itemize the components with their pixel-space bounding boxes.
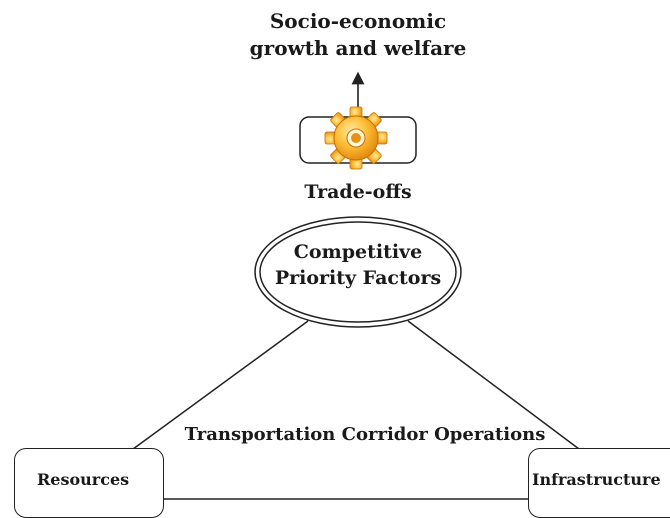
left-connector-line: [128, 320, 309, 453]
resources-node-label: Resources: [37, 470, 130, 489]
core-ellipse-inner: [259, 221, 457, 323]
infrastructure-node-label: Infrastructure: [532, 470, 661, 489]
outcome-line-1: Socio-economic: [269, 9, 447, 33]
operations-label: Transportation Corridor Operations: [184, 424, 546, 445]
core-line-1: Competitive: [293, 241, 423, 263]
outcome-line-2: growth and welfare: [249, 36, 467, 60]
resources-node: Resources: [14, 448, 164, 518]
infrastructure-node: Infrastructure: [528, 448, 670, 518]
gear-icon: [324, 106, 388, 170]
tradeoffs-label: Trade-offs: [304, 181, 412, 203]
core-line-2: Priority Factors: [274, 266, 442, 289]
right-connector-line: [407, 320, 584, 453]
outcome-text: Socio-economic growth and welfare: [228, 8, 488, 62]
core-label: Competitive Priority Factors: [268, 240, 448, 291]
